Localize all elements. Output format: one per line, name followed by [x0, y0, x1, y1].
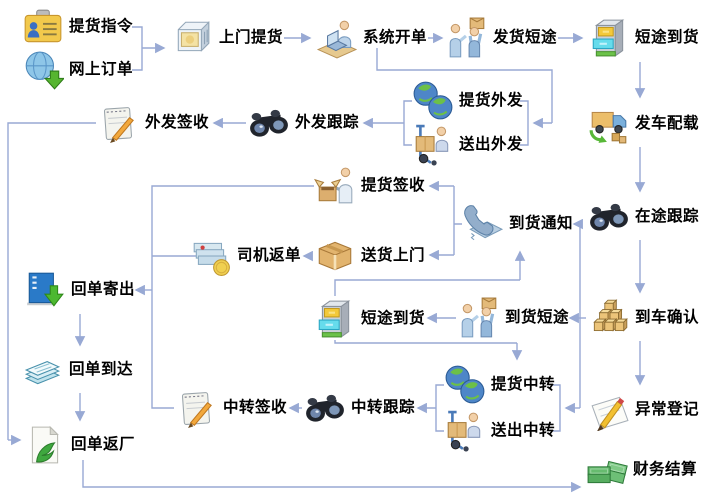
node-short-arrival-top: 短途到货 [588, 17, 699, 59]
node-label: 提货中转 [491, 376, 556, 394]
node-transit-tracking: 在途跟踪 [588, 196, 699, 238]
handtruck-icon [444, 410, 486, 452]
node-pickup-outsource: 提货外发 [412, 80, 523, 122]
node-label: 中转跟踪 [351, 399, 416, 417]
node-label: 送出中转 [491, 422, 556, 440]
node-label: 回单到达 [69, 361, 134, 379]
node-pickup-transfer: 提货中转 [444, 364, 555, 406]
node-truck-arrival-confirm: 到车确认 [588, 297, 699, 339]
node-online-order: 网上订单 [22, 49, 133, 91]
node-exception-register: 异常登记 [588, 389, 699, 431]
edge-mid-top-link [334, 279, 520, 296]
node-receipt-sendout: 回单寄出 [24, 269, 135, 311]
edge-receipt-trunk [151, 185, 314, 409]
node-label: 到车确认 [635, 309, 700, 327]
node-label: 异常登记 [635, 401, 700, 419]
node-transfer-signin: 中转签收 [176, 387, 287, 429]
open-box-person-icon [314, 165, 356, 207]
node-label: 到货通知 [509, 215, 574, 233]
node-label: 提货签收 [361, 177, 426, 195]
banknotes-icon [586, 449, 628, 491]
edge-transfer-bracket-right [552, 384, 561, 432]
edge-outsource-bracket-right [520, 100, 529, 146]
edge-outsource-bracket-left [403, 100, 412, 146]
drawer-cabinet-icon [588, 17, 630, 59]
node-label: 提货外发 [459, 92, 524, 110]
node-label: 系统开单 [363, 29, 428, 47]
node-label: 上门提货 [219, 29, 284, 47]
writing-pencil-icon [588, 389, 630, 431]
edge-transfer-bracket-left [435, 384, 444, 432]
node-arrival-notice: 到货通知 [462, 203, 573, 245]
notepad-pencil-icon [176, 387, 218, 429]
node-transfer-tracking: 中转跟踪 [304, 387, 415, 429]
binoculars-icon [248, 102, 290, 144]
edge-mid-bottom-link [334, 340, 517, 344]
globe-download-icon [22, 49, 64, 91]
drawer-cabinet-icon [314, 298, 356, 340]
workers-box-icon [446, 17, 488, 59]
node-finance-settle: 财务结算 [586, 449, 697, 491]
node-label: 送出外发 [459, 136, 524, 154]
notepad-pencil-icon [98, 102, 140, 144]
truck-loading-icon [588, 103, 630, 145]
document-export-icon [24, 269, 66, 311]
node-label: 提货指令 [69, 18, 134, 36]
node-label: 回单寄出 [71, 281, 136, 299]
node-truck-loading: 发车配载 [588, 103, 699, 145]
node-system-billing: 系统开单 [316, 17, 427, 59]
node-label: 送货上门 [361, 247, 426, 265]
telephone-icon [462, 203, 504, 245]
edge-order-bracket [132, 26, 143, 71]
id-card-icon [22, 6, 64, 48]
edge-return-to-settle [82, 460, 560, 488]
stacked-cubes-icon [588, 297, 630, 339]
edge-notify-bracket [453, 186, 462, 255]
paper-stack-icon [22, 349, 64, 391]
edge-billing-branch [376, 48, 553, 123]
node-receipt-arrived: 回单到达 [22, 349, 133, 391]
node-label: 短途到货 [361, 310, 426, 328]
node-label: 网上订单 [69, 61, 134, 79]
node-label: 外发签收 [145, 114, 210, 132]
globes-icon [444, 364, 486, 406]
binoculars-icon [304, 387, 346, 429]
node-label: 到货短途 [505, 309, 570, 327]
operator-laptop-icon [316, 17, 358, 59]
node-label: 发货短途 [493, 29, 558, 47]
node-pickup-signin: 提货签收 [314, 165, 425, 207]
node-label: 中转签收 [223, 399, 288, 417]
node-short-arrival-mid: 短途到货 [314, 298, 425, 340]
document-return-icon [24, 424, 66, 466]
edge-sign-to-left-rail [7, 122, 96, 440]
node-arrival-short: 到货短途 [458, 297, 569, 339]
computer-icon [172, 17, 214, 59]
node-sendout-outsource: 送出外发 [412, 124, 523, 166]
node-label: 回单返厂 [71, 436, 136, 454]
binoculars-icon [588, 196, 630, 238]
carton-box-icon [314, 235, 356, 277]
node-label: 在途跟踪 [635, 208, 700, 226]
node-pickup-instruction: 提货指令 [22, 6, 133, 48]
node-receipt-return: 回单返厂 [24, 424, 135, 466]
node-door-pickup: 上门提货 [172, 17, 283, 59]
node-driver-receipt: 司机返单 [190, 235, 301, 277]
edges [7, 26, 646, 493]
workers-box-icon [458, 297, 500, 339]
globes-icon [412, 80, 454, 122]
handtruck-icon [412, 124, 454, 166]
papers-coin-icon [190, 235, 232, 277]
node-label: 短途到货 [635, 29, 700, 47]
node-label: 司机返单 [237, 247, 302, 265]
node-label: 财务结算 [633, 461, 698, 479]
node-home-delivery: 送货上门 [314, 235, 425, 277]
node-sendout-transfer: 送出中转 [444, 410, 555, 452]
node-label: 发车配载 [635, 115, 700, 133]
node-outsource-signin: 外发签收 [98, 102, 209, 144]
node-dispatch-short: 发货短途 [446, 17, 557, 59]
node-outsource-tracking: 外发跟踪 [248, 102, 359, 144]
node-label: 外发跟踪 [295, 114, 360, 132]
